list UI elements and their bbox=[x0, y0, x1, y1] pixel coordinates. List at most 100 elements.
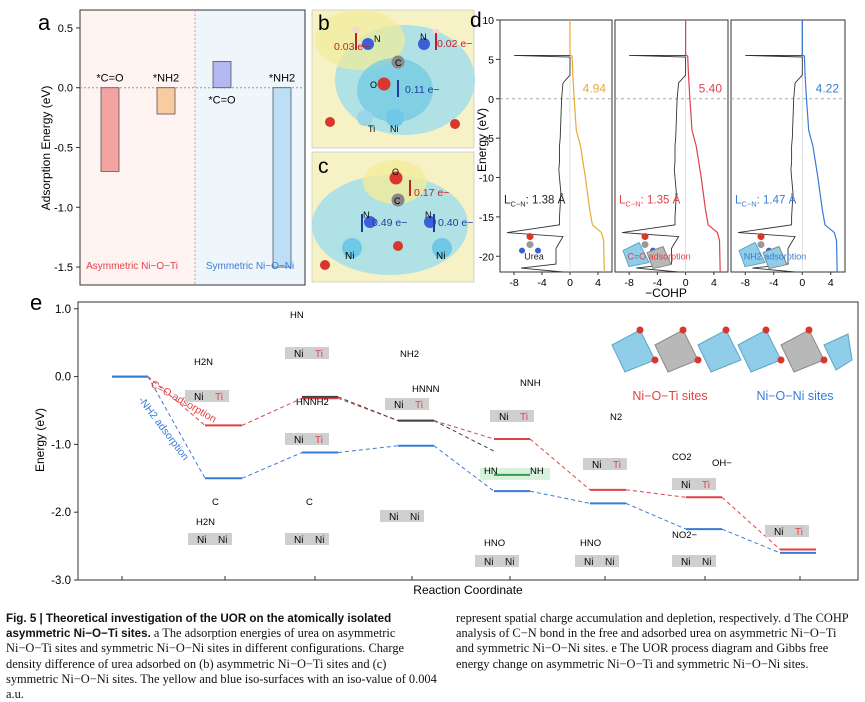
slab-atom-left: Ni bbox=[294, 349, 303, 360]
d-y-tick-label: 0 bbox=[488, 94, 494, 106]
surface-slab bbox=[380, 510, 424, 522]
atom-label-ni: Ni bbox=[390, 124, 399, 134]
mol-slab2 bbox=[762, 245, 788, 270]
cohp-trace bbox=[569, 20, 605, 273]
surface-slab bbox=[285, 347, 329, 359]
bar-label-1: *NH2 bbox=[153, 73, 179, 85]
d-x-tick-label: -4 bbox=[653, 277, 662, 289]
bar-label-0: *C=O bbox=[96, 73, 124, 85]
d-y-tick-label: 10 bbox=[482, 15, 494, 27]
surface-slab bbox=[185, 390, 229, 402]
label-hno: HNO bbox=[484, 538, 505, 549]
bond-length: LC−N: 1.47 Å bbox=[735, 193, 797, 208]
panel-b: b 0.03 e− 0.02 e− 0.11 e− C N N O Ti Ni bbox=[311, 9, 475, 149]
atom-ti-b bbox=[357, 110, 373, 126]
site-label-ni-o-ni: Ni−O−Ni sites bbox=[756, 389, 833, 403]
ni-o-ti-site-structure bbox=[611, 326, 742, 373]
atom-n1-c bbox=[364, 216, 376, 228]
charge-b-2: 0.02 e− bbox=[437, 38, 472, 50]
level-connector-0-2 bbox=[241, 397, 303, 426]
atom-ni-b bbox=[386, 109, 404, 127]
e-y-tick-label: -3.0 bbox=[51, 575, 71, 587]
atom-label-n2-c: N bbox=[425, 210, 432, 220]
cohp-trace bbox=[685, 20, 721, 273]
icohp-value: 5.40 bbox=[699, 81, 723, 95]
label-h2n-2: H2N bbox=[196, 517, 215, 528]
mol-o bbox=[641, 233, 649, 241]
panel-e: e 1.00.0-1.0-2.0-3.0 Energy (eV) Reactio… bbox=[30, 290, 859, 597]
legend-asymmetric: Asymmetric Ni−O−Ti bbox=[86, 261, 178, 272]
panel-label-e: e bbox=[30, 290, 42, 315]
slab-atom-right: Ni bbox=[505, 557, 514, 568]
y-tick-label: 0.5 bbox=[58, 23, 73, 35]
atom-c-c bbox=[391, 193, 405, 207]
panel-e-axis: 1.00.0-1.0-2.0-3.0 bbox=[51, 304, 801, 587]
atom-label-n1: N bbox=[374, 34, 381, 44]
atom-label-n2: N bbox=[420, 32, 427, 42]
mol-o bbox=[757, 233, 765, 241]
charge-b-1: 0.03 e− bbox=[334, 41, 369, 53]
atom-label-n1-c: N bbox=[363, 210, 370, 220]
dos-trace bbox=[622, 20, 687, 273]
level-connector-1-3 bbox=[337, 445, 399, 454]
d-y-tick-label: -5 bbox=[485, 133, 494, 145]
slab-atom-left: Ni bbox=[484, 557, 493, 568]
icohp-value: 4.22 bbox=[816, 81, 840, 95]
label-hn: HN bbox=[290, 310, 304, 321]
atom-label-o-c: O bbox=[392, 167, 399, 177]
cohp-subpanel-frame bbox=[499, 19, 613, 273]
label-nnh: NNH bbox=[520, 378, 541, 389]
y-tick-label: -1.0 bbox=[54, 202, 73, 214]
isosurface-blue-inner bbox=[357, 58, 433, 122]
ni-o-ni-site-structure bbox=[737, 326, 853, 373]
panel-c: c 0.17 e− 0.49 e− 0.40 e− C O N N Ni Ni bbox=[311, 151, 475, 283]
atom-osub-c1 bbox=[393, 241, 403, 251]
isosurface-yellow bbox=[315, 10, 405, 70]
legend-symmetric: Symmetric Ni−O−Ni bbox=[206, 261, 294, 272]
slab-atom-right: Ti bbox=[315, 435, 323, 446]
dos-trace bbox=[738, 20, 803, 273]
level-connector-1-4 bbox=[433, 445, 495, 492]
panel-e-frame bbox=[77, 301, 859, 581]
atom-label-ti: Ti bbox=[368, 124, 375, 134]
slab-atom-right: Ni bbox=[410, 512, 419, 523]
e-y-tick-label: 0.0 bbox=[55, 372, 71, 384]
level-connector-0-3 bbox=[337, 397, 399, 422]
label-c: C bbox=[212, 497, 219, 508]
d-x-tick-label: 4 bbox=[711, 277, 717, 289]
surface-slab bbox=[765, 525, 809, 537]
surface-slab bbox=[490, 410, 534, 422]
label-h2n: H2N bbox=[194, 357, 213, 368]
atom-label-ni1-c: Ni bbox=[345, 251, 354, 262]
slab-atom-left: Ni bbox=[681, 480, 690, 491]
slab-atom-left: Ni bbox=[197, 535, 206, 546]
slab-atom-left: Ni bbox=[294, 435, 303, 446]
label-oh: OH− bbox=[712, 458, 732, 469]
label-hn-2: HN bbox=[484, 466, 498, 477]
bar-2 bbox=[212, 61, 232, 89]
level-connector-1-1 bbox=[147, 376, 206, 479]
label-hnnn: HNNN bbox=[412, 384, 440, 395]
atom-h2 bbox=[432, 28, 440, 36]
d-x-tick-label: 0 bbox=[799, 277, 805, 289]
slab-atom-left: Ni bbox=[194, 392, 203, 403]
slab-atom-left: Ni bbox=[592, 460, 601, 471]
caption-left-column: Fig. 5 | Theoretical investigation of th… bbox=[6, 611, 438, 702]
level-connector-1-6 bbox=[625, 502, 687, 530]
label-hnnh2: HNNH2 bbox=[296, 397, 329, 408]
panel-e-xlabel: Reaction Coordinate bbox=[413, 583, 523, 597]
panel-a-bg-asym bbox=[80, 10, 195, 285]
y-tick-label: -1.5 bbox=[54, 262, 73, 274]
mol-n1 bbox=[519, 247, 525, 254]
atom-o bbox=[377, 77, 391, 91]
atom-n-left bbox=[362, 38, 374, 50]
slab-atom-right: Ni bbox=[605, 557, 614, 568]
surface-slab bbox=[385, 398, 429, 410]
e-y-tick-label: -1.0 bbox=[51, 439, 71, 451]
label-co2: CO2 bbox=[672, 452, 692, 463]
panel-a-ylabel: Adsorption Energy (eV) bbox=[39, 86, 53, 211]
panel-label-b: b bbox=[318, 12, 330, 35]
